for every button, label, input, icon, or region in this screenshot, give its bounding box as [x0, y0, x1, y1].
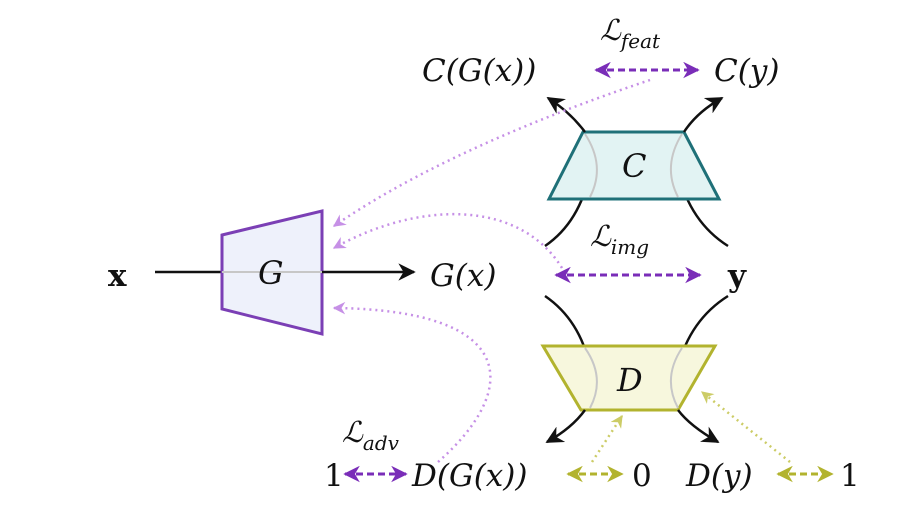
- gx-label: G(x): [430, 258, 496, 294]
- discriminator-label: D: [616, 361, 643, 399]
- generator-label: G: [258, 254, 284, 292]
- classifier-block: [546, 130, 722, 201]
- dy-label: D(y): [685, 458, 753, 494]
- loss-feat-symbol: ℒfeat: [600, 13, 661, 53]
- loss-adv-symbol: ℒadv: [342, 415, 400, 455]
- classifier-inner-curve-left: [584, 133, 598, 198]
- c-to-cy-arrow: [682, 96, 724, 133]
- d-to-dgx-arrow: [545, 409, 587, 444]
- c-to-cgx-arrow: [546, 96, 586, 133]
- target-y-label: y: [727, 258, 747, 294]
- classifier-inner-curve-right: [669, 133, 683, 198]
- img-gradient-to-g: [332, 212, 564, 269]
- target-one-left: 1: [324, 458, 344, 494]
- target-one-right: 1: [840, 458, 860, 494]
- input-x-label: x: [108, 258, 127, 294]
- discriminator-inner-curve-right: [669, 347, 683, 409]
- target-zero: 0: [632, 458, 652, 494]
- adv-gradient-to-g: [332, 301, 492, 463]
- loss-img-symbol: ℒimg: [590, 219, 649, 259]
- zero-gradient-to-d: [590, 414, 624, 463]
- discriminator-inner-curve-left: [584, 347, 598, 409]
- classifier-label: C: [622, 147, 646, 185]
- dgx-label: D(G(x)): [411, 458, 527, 494]
- one-gradient-to-d: [701, 391, 791, 463]
- d-to-dy-arrow: [677, 409, 720, 444]
- cgx-label: C(G(x)): [422, 53, 536, 89]
- cy-label: C(y): [714, 53, 779, 89]
